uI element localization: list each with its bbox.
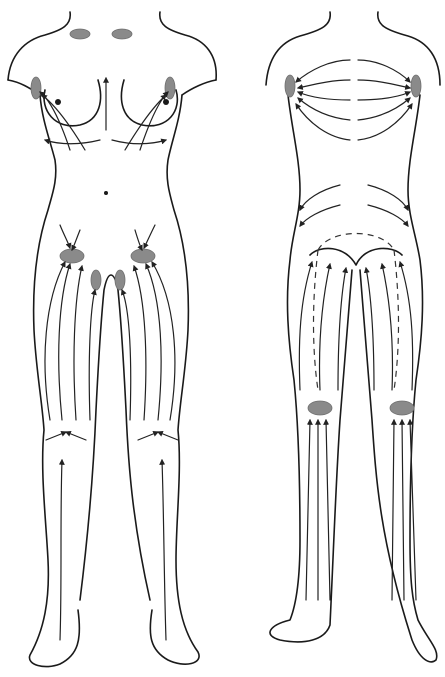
arrow-icon [298, 80, 350, 88]
arrow-icon [306, 420, 310, 600]
arrow-icon [296, 60, 350, 82]
arrow-icon [298, 92, 350, 100]
arrow-icon [358, 92, 410, 100]
arrow-icon [366, 268, 374, 390]
arrow-icon [358, 60, 410, 82]
front-view-figure [8, 12, 216, 667]
arrow-icon [42, 95, 85, 150]
arrow-icon [162, 460, 166, 640]
front-leg-flow-arrows [45, 262, 178, 640]
arrow-icon [146, 264, 161, 420]
arrow-icon [368, 205, 408, 226]
lymph-node-icon [60, 249, 84, 263]
back-leg-flow-arrows [299, 262, 416, 600]
back-dashed-guide-left [314, 250, 319, 390]
arrow-icon [59, 264, 70, 420]
arrow-icon [358, 80, 410, 88]
arrow-icon [45, 262, 65, 420]
arrow-icon [112, 140, 166, 144]
lymph-node-icon [285, 75, 295, 97]
arrow-icon [402, 420, 404, 600]
arrow-icon [299, 262, 312, 390]
arrow-icon [134, 266, 146, 420]
arrow-icon [152, 262, 175, 420]
lymph-node-icon [31, 77, 41, 99]
arrow-icon [72, 230, 80, 250]
lymph-node-icon [70, 29, 90, 39]
arrow-icon [358, 104, 412, 140]
back-body-outline [266, 12, 440, 662]
arrow-icon [74, 266, 82, 420]
arrow-icon [382, 264, 393, 390]
arrow-icon [138, 432, 158, 440]
front-navel [104, 191, 108, 195]
back-dashed-guide-right [394, 250, 399, 390]
arrow-icon [158, 432, 178, 440]
back-flow-arrows [296, 60, 412, 226]
arrow-icon [45, 140, 100, 144]
arrow-icon [338, 268, 346, 390]
back-dashed-guide-top [318, 234, 394, 251]
front-nipple-right [163, 99, 169, 105]
lymph-node-icon [165, 77, 175, 99]
arrow-icon [144, 225, 155, 248]
arrow-icon [60, 225, 70, 248]
front-breast-left [44, 80, 101, 126]
back-view-figure [266, 12, 440, 662]
lymph-node-icon [115, 270, 125, 290]
front-body-outline [8, 12, 216, 667]
lymph-node-icon [131, 249, 155, 263]
arrow-icon [400, 262, 413, 390]
lymph-node-icon [112, 29, 132, 39]
front-nipple-left [55, 99, 61, 105]
lymph-node-icon [308, 401, 332, 415]
front-arm-stub-right [182, 80, 216, 95]
arrow-icon [60, 460, 62, 640]
arrow-icon [89, 290, 95, 420]
arrow-icon [66, 432, 86, 440]
arrow-icon [319, 264, 330, 390]
arrow-icon [300, 205, 340, 226]
lymph-node-icon [91, 270, 101, 290]
arrow-icon [135, 230, 142, 250]
arrow-icon [326, 420, 330, 600]
arrow-icon [296, 104, 350, 140]
arrow-icon [46, 432, 66, 440]
lymph-node-icon [390, 401, 414, 415]
lymph-node-icon [411, 75, 421, 97]
